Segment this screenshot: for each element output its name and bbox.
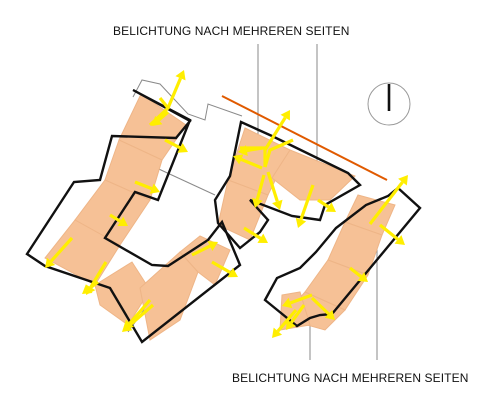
arrow-shaft [317, 198, 330, 209]
building-outline [213, 120, 362, 250]
arrow-shaft [299, 184, 315, 221]
daylight-arrow-icon [85, 261, 108, 295]
arrow-shaft [368, 181, 404, 225]
arrow-head [152, 115, 163, 126]
arrow-shaft [289, 293, 313, 305]
daylight-arrow-icon [233, 154, 263, 170]
north-compass-icon [367, 82, 411, 126]
arrow-head [175, 70, 186, 81]
arrow-head [286, 319, 296, 330]
arrow-head [207, 241, 218, 251]
building-outline [25, 88, 242, 344]
arrow-head [398, 175, 408, 186]
arrow-head [238, 145, 248, 156]
arrow-shaft [266, 171, 279, 202]
daylight-arrow-icon [191, 241, 218, 257]
arrow-shaft [49, 236, 74, 263]
arrow-shaft [240, 157, 263, 170]
arrow-shaft [310, 296, 330, 315]
site-boundary-line [132, 79, 243, 121]
daylight-arrow-icon [166, 70, 186, 109]
arrow-head [177, 142, 188, 153]
residential-unit [94, 261, 151, 326]
daylight-arrow-icon [164, 138, 188, 153]
arrow-head [282, 297, 293, 309]
daylight-arrow-icon [349, 266, 368, 282]
arrow-head [45, 257, 56, 268]
arrow-head [272, 327, 283, 338]
arrow-head [85, 284, 96, 295]
daylight-arrow-icon [134, 180, 160, 194]
arrow-head [324, 309, 335, 320]
arrow-shaft [255, 174, 266, 200]
arrow-shaft [109, 213, 122, 223]
daylight-arrow-icon [310, 296, 335, 320]
arrow-head [124, 319, 135, 330]
arrow-head [280, 110, 290, 121]
arrow-shaft [276, 308, 298, 333]
daylight-arrow-icon [263, 110, 290, 151]
arrow-head [149, 183, 160, 194]
residential-unit [139, 251, 199, 341]
sun-exposure-line [221, 95, 388, 181]
arrow-shaft [89, 261, 108, 289]
daylight-arrow-icon [124, 298, 152, 330]
daylight-arrow-icon [109, 213, 128, 226]
arrow-shaft [289, 304, 306, 324]
arrow-head [227, 267, 238, 278]
daylight-arrow-icon [379, 223, 405, 245]
arrow-shaft [166, 77, 182, 109]
arrow-shaft [243, 226, 262, 240]
arrow-head [295, 217, 307, 228]
daylight-path [263, 138, 294, 168]
daylight-arrow-icon [211, 260, 238, 278]
daylight-arrow-icon [252, 174, 266, 208]
arrow-head [325, 202, 336, 212]
arrow-shaft [157, 110, 170, 122]
label-multi-side-lighting-bottom: BELICHTUNG NACH MEHREREN SEITEN [232, 371, 469, 385]
arrow-head [117, 216, 128, 226]
daylight-arrow-icon [238, 145, 263, 156]
daylight-arrow-icon [317, 198, 336, 212]
daylight-arrow-icon [266, 171, 283, 210]
daylight-arrow-icon [243, 226, 268, 243]
arrow-shaft [379, 223, 399, 241]
daylight-arrow-icon [272, 308, 298, 338]
arrow-shaft [134, 180, 153, 191]
arrow-shaft [191, 244, 211, 257]
arrow-shaft [164, 138, 181, 150]
daylight-arrows [45, 70, 408, 338]
arrow-head [257, 233, 268, 243]
arrow-shaft [246, 146, 263, 153]
arrow-shaft [349, 266, 362, 278]
daylight-arrow-icon [282, 293, 313, 309]
label-multi-side-lighting-top: BELICHTUNG NACH MEHREREN SEITEN [113, 24, 350, 38]
arrow-head [233, 154, 244, 165]
daylight-arrow-icon [286, 304, 306, 330]
arrow-head [252, 197, 263, 208]
daylight-arrow-icon [368, 175, 408, 225]
daylight-arrow-icon [45, 236, 74, 268]
arrow-shaft [127, 303, 155, 328]
daylight-arrow-icon [152, 110, 170, 126]
arrow-head [394, 235, 405, 245]
arrow-shaft [263, 116, 287, 151]
arrow-head [272, 199, 283, 210]
arrow-head [357, 272, 368, 282]
arrow-shaft [211, 260, 232, 274]
arrow-shaft [128, 298, 152, 325]
daylight-arrow-icon [295, 184, 315, 228]
